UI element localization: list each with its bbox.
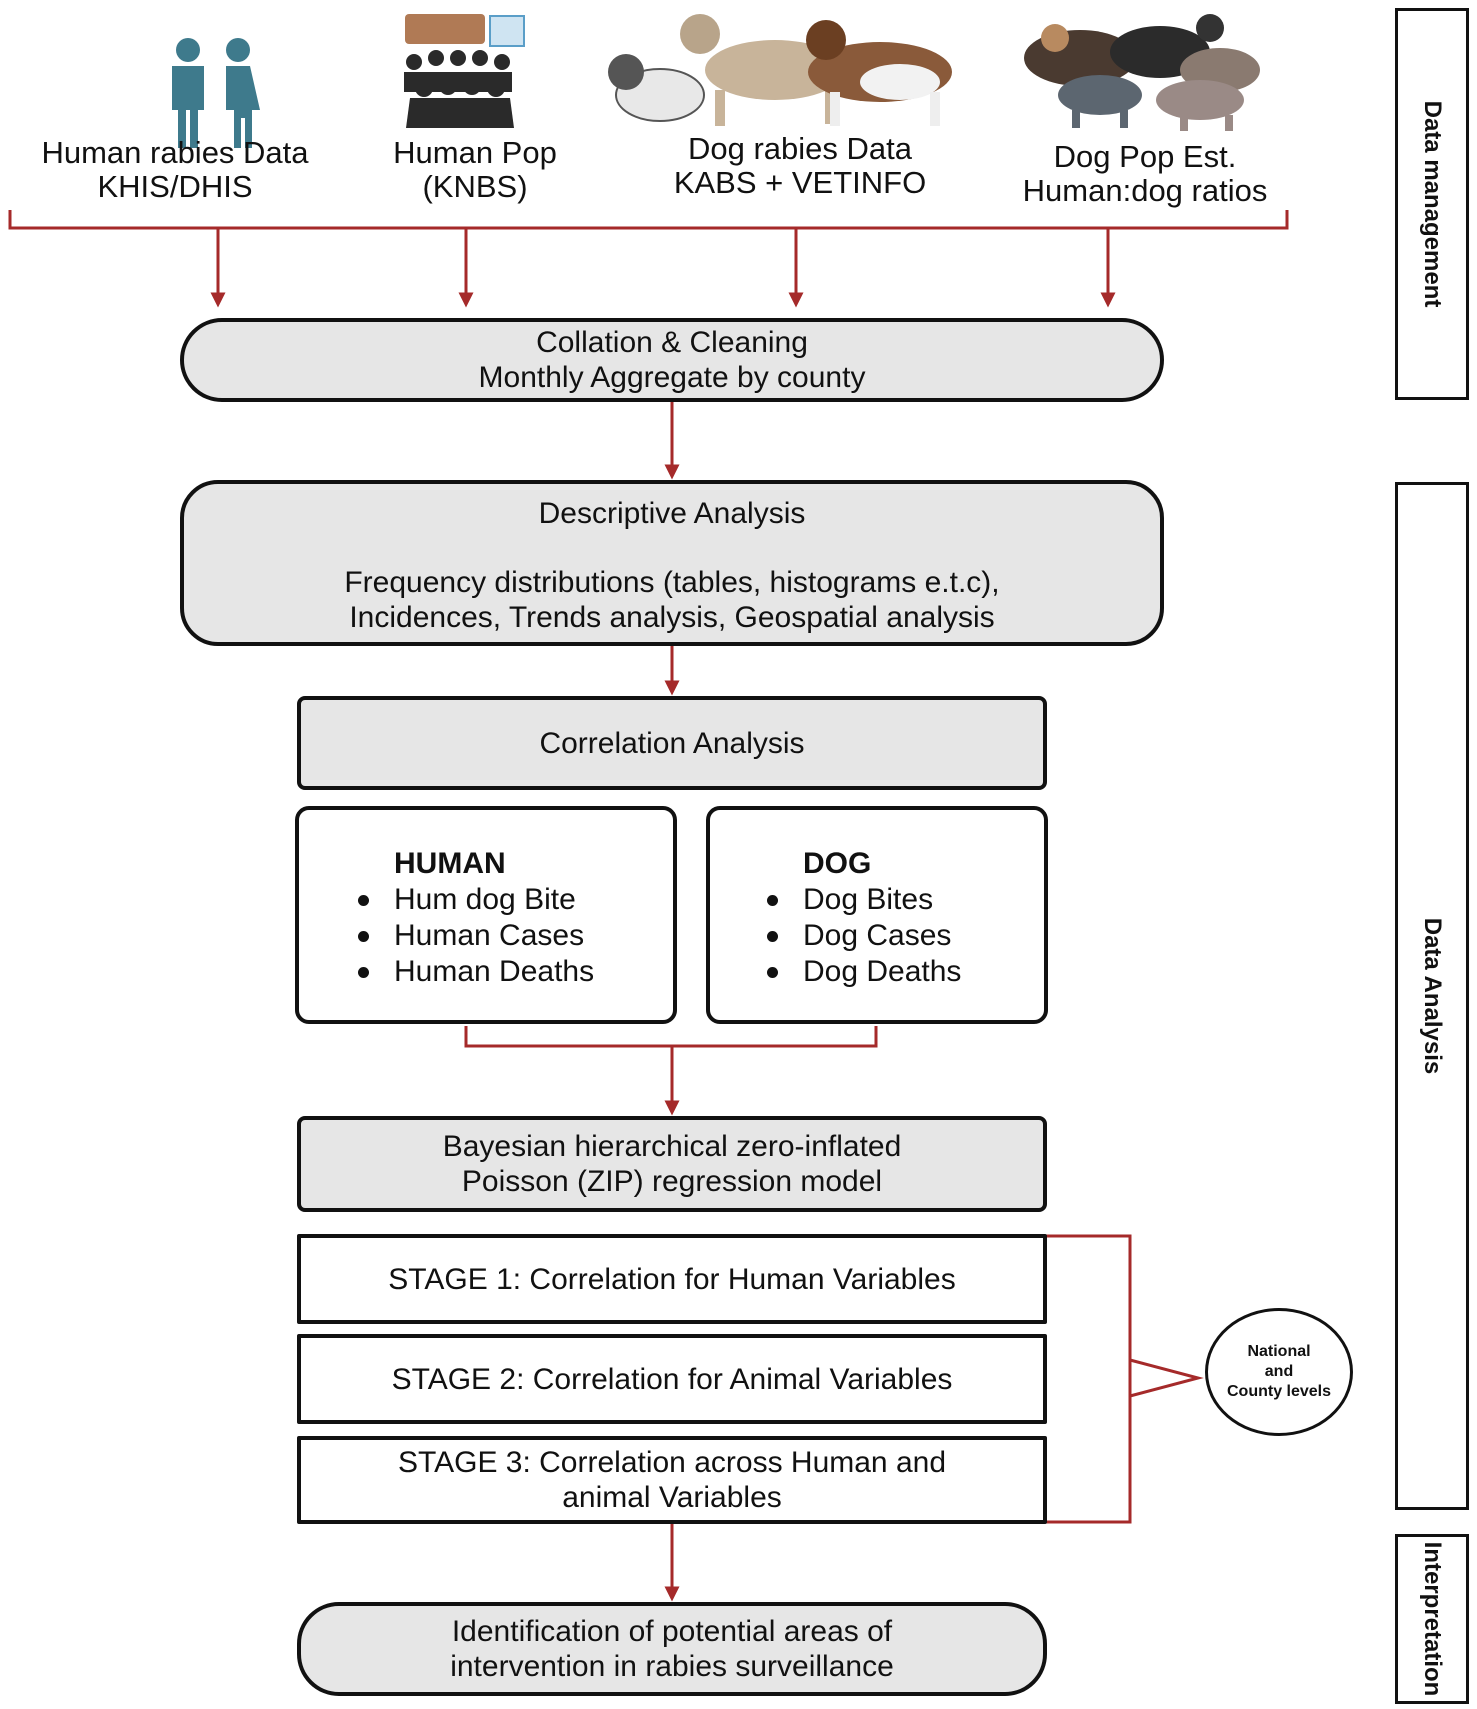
correlation-analysis-box: Correlation Analysis xyxy=(297,696,1047,790)
side-label-text: Interpretation xyxy=(1419,1541,1446,1697)
human-dog-join-line xyxy=(464,1026,878,1048)
levels-line: and xyxy=(1264,1363,1294,1380)
dogs-icon xyxy=(608,14,952,126)
bayesian-line: Poisson (ZIP) regression model xyxy=(461,1165,883,1198)
outcome-line: intervention in rabies surveillance xyxy=(450,1650,894,1683)
source-dog-pop-label: Dog Pop Est. Human:dog ratios xyxy=(990,140,1300,208)
stages-bracket-line xyxy=(1046,1234,1132,1524)
dog-box-title: DOG xyxy=(803,847,872,880)
list-item: Dog Bites xyxy=(767,882,1044,918)
outcome-box: Identification of potential areas of int… xyxy=(297,1602,1047,1696)
levels-line: County levels xyxy=(1226,1383,1332,1400)
list-item: Dog Cases xyxy=(767,918,1044,954)
stage-line: STAGE 2: Correlation for Animal Variable… xyxy=(391,1362,953,1396)
stage-2-box: STAGE 2: Correlation for Animal Variable… xyxy=(297,1334,1047,1424)
source-line: KHIS/DHIS xyxy=(97,169,253,204)
side-label-text: Data Analysis xyxy=(1419,917,1446,1075)
stage-3-box: STAGE 3: Correlation across Human and an… xyxy=(297,1436,1047,1524)
list-item-text: Hum dog Bite xyxy=(394,883,576,916)
side-label-data-analysis: Data Analysis xyxy=(1395,482,1469,1510)
stage-1-box: STAGE 1: Correlation for Human Variables xyxy=(297,1234,1047,1324)
list-item: Hum dog Bite xyxy=(358,882,673,918)
side-label-text: Data management xyxy=(1419,100,1446,308)
source-line: Human:dog ratios xyxy=(1022,173,1268,208)
source-line: (KNBS) xyxy=(422,169,528,204)
human-variables-list: Hum dog Bite Human Cases Human Deaths xyxy=(358,882,673,990)
dog-variables-box: DOG Dog Bites Dog Cases Dog Deaths xyxy=(706,806,1048,1024)
list-item-text: Dog Bites xyxy=(803,883,934,916)
stage-line: STAGE 3: Correlation across Human and xyxy=(397,1446,946,1479)
stage-line: STAGE 1: Correlation for Human Variables xyxy=(388,1262,956,1296)
side-label-data-management: Data management xyxy=(1395,8,1469,400)
list-item: Human Cases xyxy=(358,918,673,954)
stage-line: animal Variables xyxy=(562,1481,782,1514)
outcome-line: Identification of potential areas of xyxy=(451,1615,893,1648)
list-item: Human Deaths xyxy=(358,954,673,990)
bayesian-line: Bayesian hierarchical zero-inflated xyxy=(442,1130,902,1163)
descriptive-line: Incidences, Trends analysis, Geospatial … xyxy=(349,601,995,634)
levels-circle: National and County levels xyxy=(1205,1308,1353,1436)
bayesian-model-box: Bayesian hierarchical zero-inflated Pois… xyxy=(297,1116,1047,1212)
descriptive-title: Descriptive Analysis xyxy=(538,497,806,530)
list-item-text: Dog Cases xyxy=(803,919,952,952)
collation-box: Collation & Cleaning Monthly Aggregate b… xyxy=(180,318,1164,402)
collation-line: Collation & Cleaning xyxy=(536,326,808,359)
human-box-title: HUMAN xyxy=(394,847,506,880)
source-human-rabies-label: Human rabies Data KHIS/DHIS xyxy=(10,136,340,204)
source-dog-rabies-label: Dog rabies Data KABS + VETINFO xyxy=(620,132,980,200)
source-line: Human rabies Data xyxy=(41,135,309,170)
crowd-icon xyxy=(404,14,525,128)
source-line: Dog Pop Est. xyxy=(1053,139,1237,174)
descriptive-line: Frequency distributions (tables, histogr… xyxy=(344,566,1000,599)
human-variables-box: HUMAN Hum dog Bite Human Cases Human Dea… xyxy=(295,806,677,1024)
dog-variables-list: Dog Bites Dog Cases Dog Deaths xyxy=(767,882,1044,990)
dog-pack-icon xyxy=(1024,14,1260,131)
levels-line: National xyxy=(1247,1343,1311,1360)
source-line: Dog rabies Data xyxy=(687,131,912,166)
side-label-interpretation: Interpretation xyxy=(1395,1534,1469,1704)
human-couple-icon xyxy=(172,38,260,148)
source-line: KABS + VETINFO xyxy=(673,165,927,200)
descriptive-analysis-box: Descriptive Analysis Frequency distribut… xyxy=(180,480,1164,646)
collation-line: Monthly Aggregate by county xyxy=(478,361,866,394)
top-bracket-line xyxy=(8,210,1289,230)
stages-bracket-tip xyxy=(1129,1358,1204,1398)
list-item-text: Human Deaths xyxy=(394,955,595,988)
list-item-text: Dog Deaths xyxy=(803,955,962,988)
correlation-title: Correlation Analysis xyxy=(539,726,805,760)
list-item-text: Human Cases xyxy=(394,919,585,952)
source-human-pop-label: Human Pop (KNBS) xyxy=(360,136,590,204)
source-line: Human Pop xyxy=(393,135,557,170)
list-item: Dog Deaths xyxy=(767,954,1044,990)
